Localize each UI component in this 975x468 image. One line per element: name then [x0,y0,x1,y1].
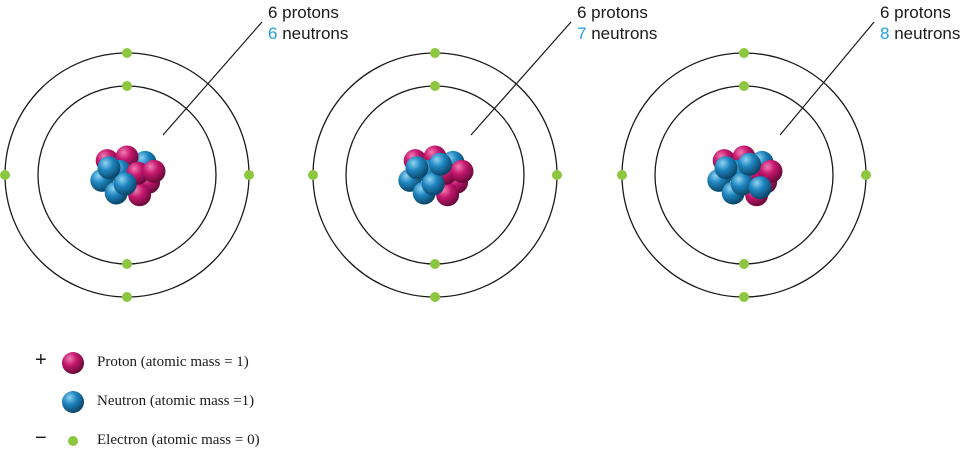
electron [122,292,132,302]
leader-line [162,21,263,136]
electron [244,170,254,180]
atom-2-neutron-count: 7 [577,24,587,43]
electron [430,48,440,58]
legend-proton-text: Proton (atomic mass = 1) [97,354,249,370]
neutron [421,172,445,196]
atom-1-neutron-count: 6 [268,24,278,43]
electron [0,170,10,180]
neutron [405,156,429,180]
neutron [737,152,761,176]
atom-1 [0,21,263,302]
nucleus [707,145,783,207]
nucleus [90,145,166,207]
neutron [730,172,754,196]
atoms-layer [0,21,875,302]
electron [308,170,318,180]
electron [122,259,132,269]
atom-1-label: 6 protons 6 neutrons [268,2,348,44]
electron [430,292,440,302]
neutron [748,176,772,200]
legend-electron-dot [68,436,78,446]
atom-3-protons: 6 protons [880,3,951,22]
electron [552,170,562,180]
electron [430,81,440,91]
atom-2-neutron-word: neutrons [591,24,658,43]
electron [739,48,749,58]
neutron [428,152,452,176]
atom-2-label: 6 protons 7 neutrons [577,2,657,44]
electron [122,81,132,91]
atom-1-neutrons: 6 neutrons [268,23,348,44]
legend-layer [62,352,84,446]
electron [861,170,871,180]
legend-electron-sign: − [35,427,47,449]
atom-1-neutron-word: neutrons [282,24,349,43]
neutron [714,156,738,180]
leader-line [779,21,875,136]
proton [759,159,783,183]
atom-2 [308,21,572,302]
legend-proton-sphere [62,352,84,374]
electron [430,259,440,269]
electron [617,170,627,180]
proton [142,159,166,183]
electron [739,292,749,302]
electron [739,259,749,269]
proton [450,159,474,183]
atom-1-protons: 6 protons [268,3,339,22]
electron [739,81,749,91]
nucleus [398,145,474,207]
neutron [113,172,137,196]
legend-neutron-sphere [62,391,84,413]
atom-3 [617,21,875,302]
atom-3-neutrons: 8 neutrons [880,23,960,44]
electron [122,48,132,58]
atom-3-neutron-word: neutrons [894,24,961,43]
atom-2-protons: 6 protons [577,3,648,22]
atom-3-neutron-count: 8 [880,24,890,43]
neutron [97,156,121,180]
atom-2-neutrons: 7 neutrons [577,23,657,44]
atom-3-label: 6 protons 8 neutrons [880,2,960,44]
legend-neutron-text: Neutron (atomic mass =1) [97,393,255,409]
leader-line [470,21,572,136]
legend-electron-text: Electron (atomic mass = 0) [97,432,260,448]
legend-proton-sign: + [35,349,47,371]
